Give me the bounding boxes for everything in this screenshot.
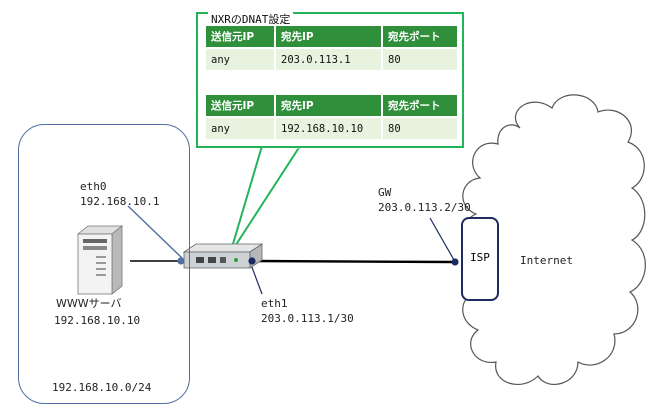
header-dst-port: 宛先ポート bbox=[383, 26, 457, 47]
server-icon bbox=[76, 225, 124, 295]
isp-box: ISP bbox=[461, 217, 499, 301]
eth0-name: eth0 bbox=[80, 180, 107, 193]
gw-ip: 203.0.113.2/30 bbox=[378, 201, 471, 214]
gw-name: GW bbox=[378, 186, 392, 199]
eth1-name: eth1 bbox=[261, 297, 288, 310]
header-src-ip: 送信元IP bbox=[206, 26, 274, 47]
internet-cloud bbox=[461, 94, 646, 385]
gw-leader-line bbox=[429, 217, 455, 261]
callout-pointer bbox=[229, 145, 302, 255]
cell-src-ip: any bbox=[206, 118, 274, 139]
eth0-ip: 192.168.10.1 bbox=[80, 195, 160, 208]
lan-area bbox=[18, 124, 190, 404]
internet-label: Internet bbox=[520, 254, 573, 267]
cell-dst-ip: 192.168.10.10 bbox=[276, 118, 381, 139]
cell-dst-port: 80 bbox=[383, 49, 457, 70]
eth1-ip: 203.0.113.1/30 bbox=[261, 312, 354, 325]
header-src-ip: 送信元IP bbox=[206, 95, 274, 116]
dnat-table-before: 送信元IP 宛先IP 宛先ポート any 203.0.113.1 80 bbox=[204, 24, 459, 72]
eth0-port bbox=[177, 257, 185, 265]
isp-label: ISP bbox=[470, 251, 490, 264]
callout-title: NXRのDNAT設定 bbox=[208, 11, 294, 27]
wan-link bbox=[251, 259, 453, 264]
eth1-port bbox=[248, 257, 256, 265]
eth1-leader-line bbox=[249, 261, 263, 295]
dnat-callout: NXRのDNAT設定 送信元IP 宛先IP 宛先ポート any 203.0.11… bbox=[196, 11, 464, 148]
eth0-leader-line bbox=[127, 205, 183, 259]
lan-network: 192.168.10.0/24 bbox=[52, 381, 152, 394]
server-name: WWWサーバ bbox=[56, 297, 122, 310]
header-dst-port: 宛先ポート bbox=[383, 95, 457, 116]
cell-dst-ip: 203.0.113.1 bbox=[276, 49, 381, 70]
cell-src-ip: any bbox=[206, 49, 274, 70]
router-icon bbox=[182, 243, 264, 269]
header-dst-ip: 宛先IP bbox=[276, 95, 381, 116]
server-ip: 192.168.10.10 bbox=[54, 314, 141, 327]
dnat-table-after: 送信元IP 宛先IP 宛先ポート any 192.168.10.10 80 bbox=[204, 93, 459, 141]
header-dst-ip: 宛先IP bbox=[276, 26, 381, 47]
gw-port bbox=[451, 258, 459, 266]
cell-dst-port: 80 bbox=[383, 118, 457, 139]
